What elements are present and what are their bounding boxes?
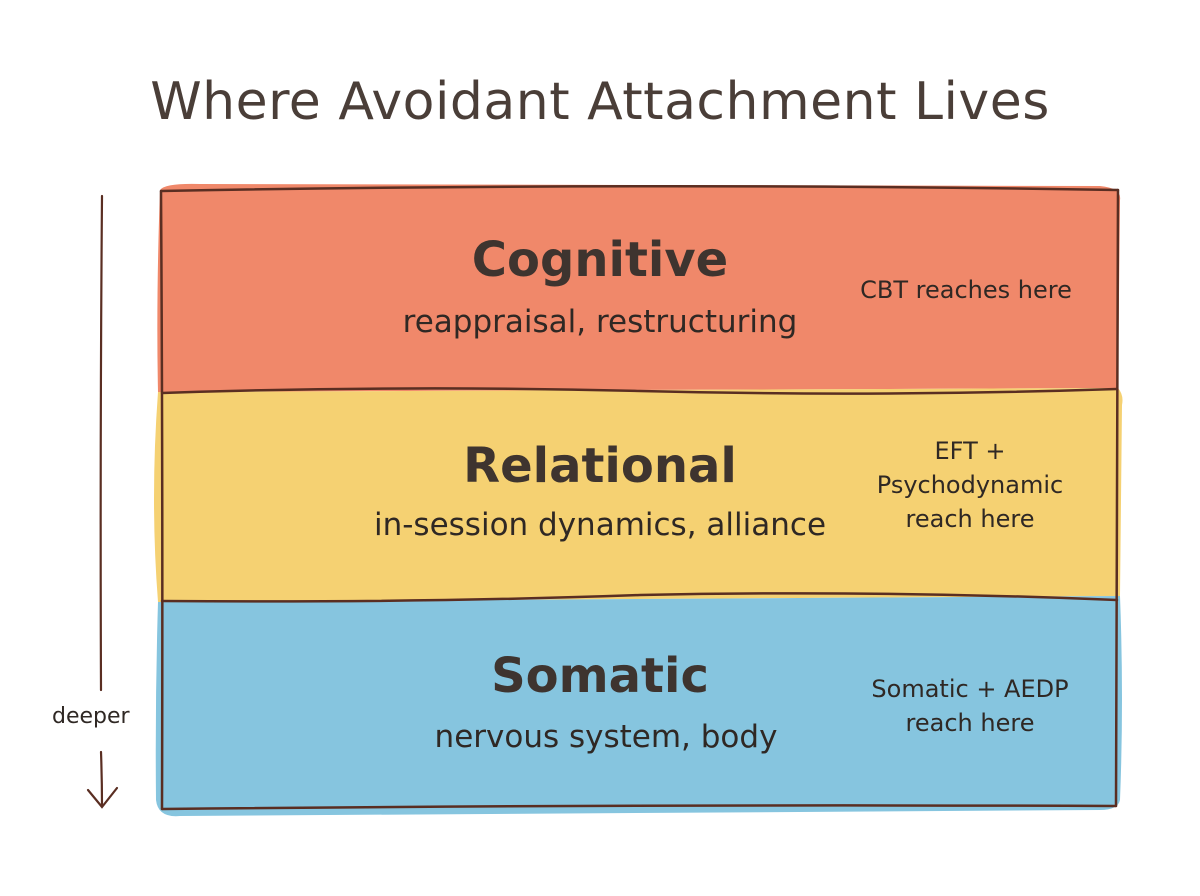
layer-description-somatic: nervous system, body [434, 719, 778, 755]
reach-label-somatic: Somatic + AEDP reach here [871, 675, 1069, 737]
deeper-arrow-icon [86, 194, 119, 809]
layer-description-cognitive: reappraisal, restructuring [402, 304, 798, 340]
diagram-title: Where Avoidant Attachment Lives [150, 72, 1050, 132]
layer-name-relational: Relational [463, 438, 737, 494]
relational-layer-fill [154, 388, 1123, 602]
layer-name-cognitive: Cognitive [471, 232, 729, 288]
layer-name-somatic: Somatic [491, 648, 709, 704]
layer-description-relational: in-session dynamics, alliance [373, 507, 827, 543]
cognitive-layer-fill [157, 183, 1121, 392]
deeper-label: deeper [52, 704, 130, 729]
layer-outlines [159, 184, 1120, 811]
somatic-layer-fill [155, 596, 1122, 817]
reach-label-relational: EFT + Psychodynamic reach here [876, 437, 1064, 533]
reach-label-cognitive: CBT reaches here [860, 276, 1072, 304]
